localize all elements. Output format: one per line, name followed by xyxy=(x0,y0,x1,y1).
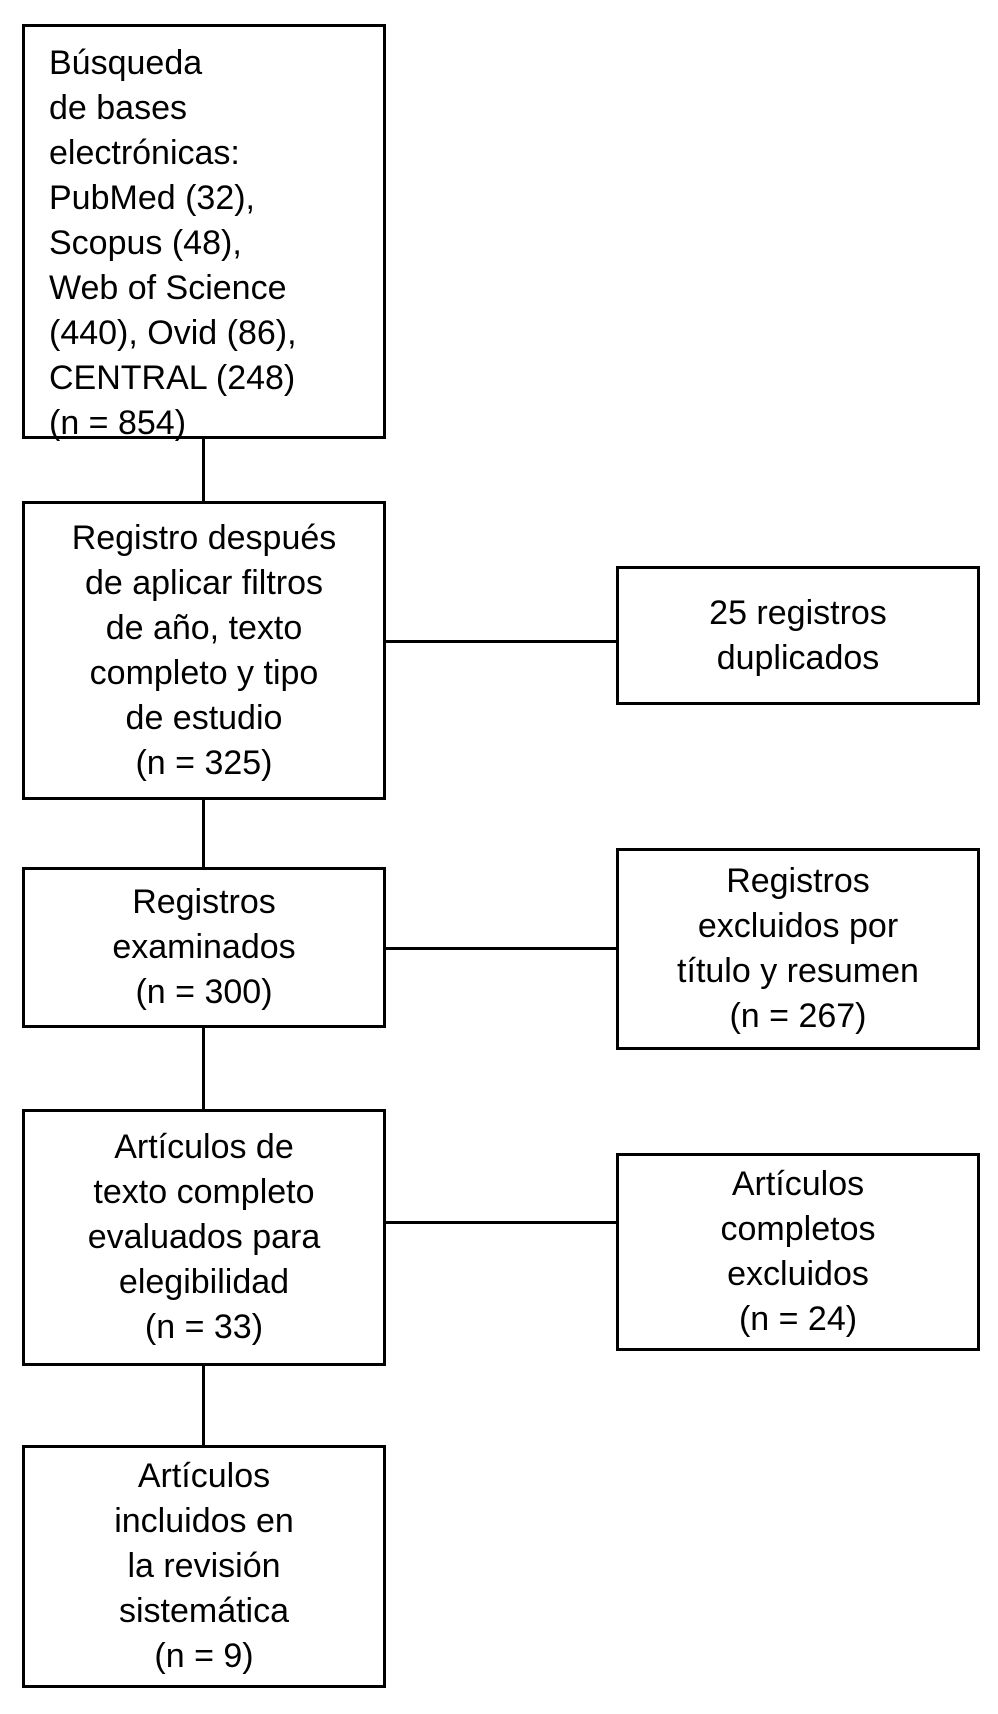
flow-box-studies-included: Artículos incluidos en la revisión siste… xyxy=(22,1445,386,1688)
flow-box-records-after-filters: Registro después de aplicar filtros de a… xyxy=(22,501,386,800)
flow-box-records-after-filters-label: Registro después de aplicar filtros de a… xyxy=(71,518,337,782)
flow-box-database-search: Búsqueda de bases electrónicas: PubMed (… xyxy=(22,24,386,442)
connector-screened-to-excluded-title xyxy=(386,947,616,950)
connector-screened-to-fulltext xyxy=(202,1028,205,1109)
flow-box-excluded-fulltext-label: Artículos completos excluidos (n = 24) xyxy=(720,1165,876,1338)
flow-box-records-screened: Registros examinados (n = 300) xyxy=(22,867,386,1028)
flow-box-excluded-fulltext: Artículos completos excluidos (n = 24) xyxy=(616,1153,980,1351)
flow-box-fulltext-assessed-label: Artículos de texto completo evaluados pa… xyxy=(87,1128,321,1346)
flow-box-duplicates-removed: 25 registros duplicados xyxy=(616,566,980,705)
flow-box-records-screened-label: Registros examinados (n = 300) xyxy=(112,883,296,1011)
connector-fulltext-to-included xyxy=(202,1366,205,1445)
flow-box-duplicates-removed-label: 25 registros duplicados xyxy=(709,593,887,677)
flow-box-excluded-title-abstract-label: Registros excluidos por título y resumen… xyxy=(677,862,919,1035)
connector-filtered-to-screened xyxy=(202,800,205,867)
flow-box-database-search-label: Búsqueda de bases electrónicas: PubMed (… xyxy=(49,44,297,442)
connector-search-to-filtered xyxy=(202,439,205,501)
connector-filtered-to-duplicates xyxy=(386,640,616,643)
flow-box-excluded-title-abstract: Registros excluidos por título y resumen… xyxy=(616,848,980,1050)
flow-box-fulltext-assessed: Artículos de texto completo evaluados pa… xyxy=(22,1109,386,1366)
flow-box-studies-included-label: Artículos incluidos en la revisión siste… xyxy=(114,1457,294,1675)
connector-fulltext-to-excluded-fulltext xyxy=(386,1221,616,1224)
